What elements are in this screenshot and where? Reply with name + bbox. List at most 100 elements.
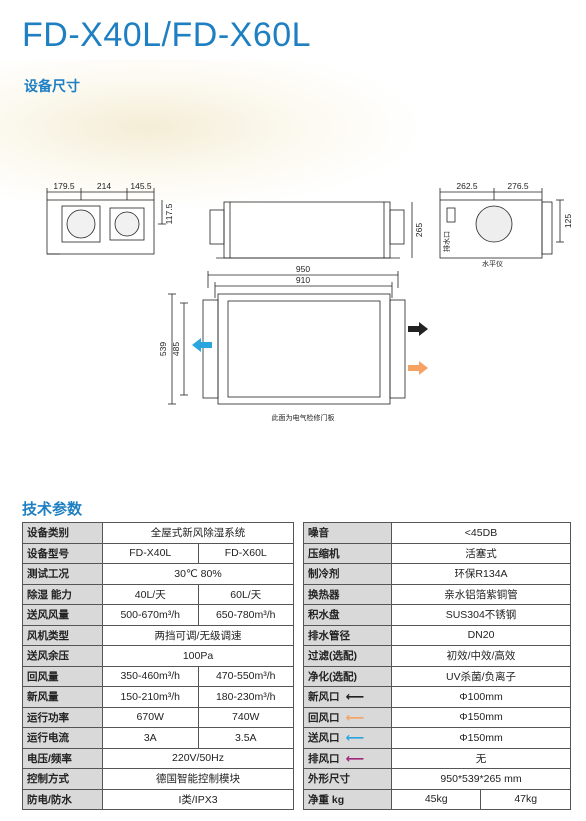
spec-label: 新风量	[22, 686, 103, 708]
spec-value: 全屋式新风除湿系统	[102, 522, 294, 544]
spec-label-text: 风机类型	[27, 629, 69, 642]
front-dim-3: 145.5	[130, 181, 152, 191]
end-dim-1: 262.5	[456, 181, 478, 191]
spec-label-text: 净重 kg	[308, 793, 345, 806]
spec-label: 送风口⟵	[303, 727, 392, 749]
spec-value: FD-X40L	[102, 542, 199, 564]
spec-label: 防电/防水	[22, 788, 103, 810]
spec-label-text: 换热器	[308, 588, 340, 601]
side-view	[209, 201, 413, 259]
spec-label: 运行功率	[22, 706, 103, 728]
spec-label: 压缩机	[303, 542, 392, 564]
top-dim-2: 910	[296, 275, 310, 285]
spec-value: UV杀菌/负离子	[391, 665, 571, 687]
blue-arrow-icon: ⟵	[345, 730, 365, 746]
spec-label-text: 设备型号	[27, 547, 69, 560]
drain-label: 排水口	[442, 231, 451, 252]
spec-label: 送风风量	[22, 604, 103, 626]
spec-value: SUS304不锈钢	[391, 604, 571, 626]
spec-label-text: 运行功率	[27, 711, 69, 724]
spec-label-text: 净化(选配)	[308, 670, 357, 683]
top-view	[168, 271, 406, 405]
top-height-1: 539	[158, 342, 168, 356]
top-dim-1: 950	[296, 264, 310, 274]
level-label: 水平仪	[482, 259, 503, 268]
spec-label-text: 制冷剂	[308, 568, 340, 581]
spec-value: Φ150mm	[391, 727, 571, 749]
spec-label-text: 外形尺寸	[308, 773, 350, 786]
product-title: FD-X40L/FD-X60L	[22, 16, 312, 54]
spec-row: 噪音 <45DB	[303, 522, 571, 544]
spec-label-text: 设备类别	[27, 527, 69, 540]
spec-label: 设备型号	[22, 542, 103, 564]
purple-arrow-icon: ⟵	[345, 750, 365, 766]
spec-value: 3A	[102, 727, 199, 749]
spec-label-text: 噪音	[308, 527, 329, 540]
spec-label: 电压/频率	[22, 747, 103, 769]
spec-value: 德国智能控制模块	[102, 768, 294, 790]
spec-value: 无	[391, 747, 571, 769]
spec-value: <45DB	[391, 522, 571, 544]
spec-value: 两挡可调/无级调速	[102, 624, 294, 646]
spec-row: 送风口⟵Φ150mm	[303, 727, 571, 749]
spec-value: Φ100mm	[391, 686, 571, 708]
spec-label-text: 送风风量	[27, 609, 69, 622]
spec-value: 40L/天	[102, 583, 199, 605]
end-height: 125	[563, 214, 573, 228]
spec-value: 950*539*265 mm	[391, 768, 571, 790]
spec-value: 180-230m³/h	[197, 686, 294, 708]
fresh-air-arrow-icon	[408, 322, 428, 336]
end-view	[439, 188, 564, 259]
spec-value: 670W	[102, 706, 199, 728]
spec-row: 外形尺寸 950*539*265 mm	[303, 768, 571, 790]
front-dim-1: 179.5	[53, 181, 75, 191]
spec-label-text: 回风口	[308, 711, 340, 724]
dimension-drawing: 179.5 214 145.5 117.5 265 262.5 276.5 12…	[46, 181, 573, 422]
spec-label: 新风口⟵	[303, 686, 392, 708]
spec-label-text: 排水管径	[308, 629, 350, 642]
spec-label-text: 送风余压	[27, 650, 69, 663]
spec-label-text: 除湿 能力	[27, 588, 72, 601]
section-title-dimensions: 设备尺寸	[24, 78, 80, 94]
black-arrow-icon: ⟵	[345, 689, 365, 705]
spec-label-text: 测试工况	[27, 568, 69, 581]
spec-label: 外形尺寸	[303, 768, 392, 790]
spec-value: Φ150mm	[391, 706, 571, 728]
panel-note: 此面为电气检修门板	[272, 413, 335, 422]
spec-value: 150-210m³/h	[102, 686, 199, 708]
spec-label: 风机类型	[22, 624, 103, 646]
section-title-specs: 技术参数	[22, 501, 83, 518]
spec-label: 控制方式	[22, 768, 103, 790]
return-air-arrow-icon	[408, 361, 428, 375]
header-background	[0, 60, 420, 210]
spec-label-text: 电压/频率	[27, 752, 72, 765]
spec-value: 350-460m³/h	[102, 665, 199, 687]
spec-label: 运行电流	[22, 727, 103, 749]
spec-value: 650-780m³/h	[197, 604, 294, 626]
spec-label: 积水盘	[303, 604, 392, 626]
spec-row: 新风口⟵Φ100mm	[303, 686, 571, 708]
spec-label: 净化(选配)	[303, 665, 392, 687]
spec-row: 制冷剂环保R134A	[303, 563, 571, 585]
spec-label: 回风口⟵	[303, 706, 392, 728]
front-dim-2: 214	[97, 181, 111, 191]
spec-value: 亲水铝箔紫铜管	[391, 583, 571, 605]
spec-value: 初效/中效/高效	[391, 645, 571, 667]
spec-row: 过滤(选配)初效/中效/高效	[303, 645, 571, 667]
spec-value: 500-670m³/h	[102, 604, 199, 626]
spec-label-text: 运行电流	[27, 732, 69, 745]
spec-label-text: 控制方式	[27, 773, 69, 786]
spec-label: 排风口⟵	[303, 747, 392, 769]
spec-value: 60L/天	[197, 583, 294, 605]
spec-label: 设备类别	[22, 522, 103, 544]
